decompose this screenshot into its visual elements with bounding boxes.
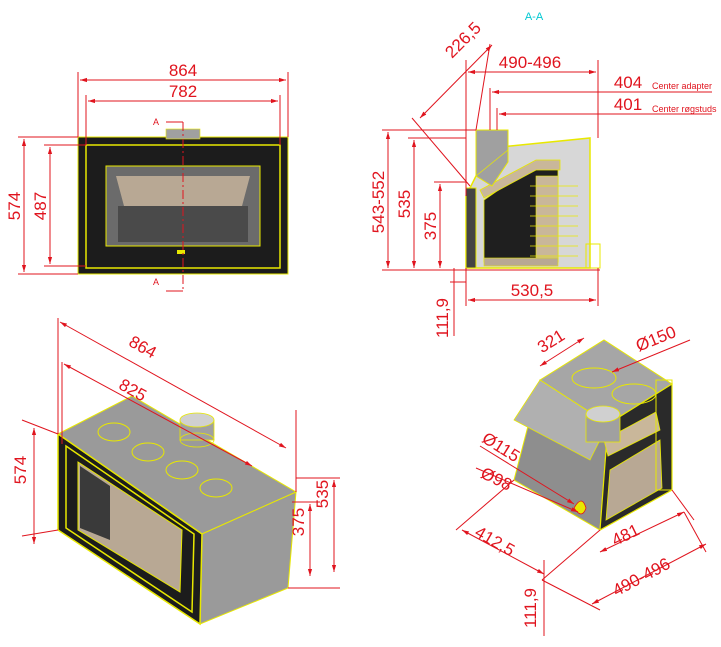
dim-angle: 226,5 <box>441 18 485 62</box>
dim-iso-height-side: 535 <box>313 480 332 508</box>
dim-line-angle <box>419 44 493 119</box>
iso-rear-baffle <box>603 411 661 457</box>
dim-line-iso-width-inner <box>63 363 253 467</box>
iso-rear-flue-top <box>585 405 621 423</box>
iso-front-view: 864 825 574 535 375 <box>11 318 340 626</box>
dim-rear-top: 321 <box>534 326 568 357</box>
dim-width-inner: 782 <box>169 82 197 101</box>
dim-line-rear-depth-left <box>461 529 545 575</box>
dim-line-rear-diameter-inner <box>475 467 579 513</box>
dim-iso-width-outer: 864 <box>126 332 160 362</box>
door-handle <box>177 250 185 254</box>
iso-burner-4 <box>199 478 233 498</box>
iso-rear-rail <box>655 379 673 491</box>
section-marker-bottom: A <box>153 277 159 287</box>
iso-rear-firebrick <box>605 439 663 521</box>
dim-rear-diameter-outer: Ø115 <box>479 429 523 466</box>
section-flue <box>475 129 509 187</box>
dim-rear-foot: 111,9 <box>521 588 540 628</box>
dim-line-rear-top <box>539 337 585 367</box>
section-baffle <box>479 159 561 199</box>
iso-rear-view: 321 Ø150 Ø115 Ø98 412,5 481 490-496 111,… <box>455 322 707 636</box>
dim-center-roegstuds-value: 401 <box>614 95 642 114</box>
dim-center-adapter-label: Center adapter <box>652 81 712 91</box>
dim-height-door: 375 <box>421 212 440 240</box>
dim-line-rear-diameter-top <box>611 339 691 373</box>
iso-firebox-dark <box>80 466 110 540</box>
dim-line-rear-depth-total <box>591 543 707 605</box>
iso-rear-burner-1 <box>571 367 617 389</box>
dim-height-body: 535 <box>395 190 414 218</box>
section-front-door <box>465 187 477 269</box>
section-right-bracket <box>585 243 601 269</box>
section-back-brick <box>535 175 559 263</box>
section-ash-floor <box>483 257 559 267</box>
iso-flue-top <box>179 412 215 428</box>
dim-rear-depth-left: 412,5 <box>472 522 518 560</box>
dim-iso-height-outer: 574 <box>11 456 30 484</box>
iso-door-frame <box>65 444 195 614</box>
dim-center-roegstuds-label: Center røgstuds <box>652 104 717 114</box>
dim-rear-diameter-inner: Ø98 <box>478 463 515 494</box>
dim-iso-width-inner: 825 <box>116 375 150 405</box>
dim-height-inner: 487 <box>31 192 50 220</box>
dim-height-outer: 574 <box>5 192 24 220</box>
dim-center-adapter-value: 404 <box>614 73 642 92</box>
dim-line-rear-diameter-outer <box>479 445 575 505</box>
dim-rear-depth-total: 490-496 <box>609 554 673 600</box>
section-title: A-A <box>525 11 544 23</box>
section-brick-lines <box>530 185 578 257</box>
dim-rear-diameter-top: Ø150 <box>633 322 679 355</box>
dim-iso-height-inner: 375 <box>289 508 308 536</box>
dim-foot: 111,9 <box>433 298 452 338</box>
section-view: A-A 226,5 490-496 404 Center adapter <box>369 11 717 338</box>
dim-depth-top: 490-496 <box>499 53 561 72</box>
section-marker-top: A <box>153 117 159 127</box>
dim-width-outer: 864 <box>169 61 197 80</box>
dim-depth-bottom: 530,5 <box>511 281 554 300</box>
dim-height-total: 543-552 <box>369 171 388 233</box>
front-view: A A 864 782 574 487 <box>5 61 289 292</box>
dim-rear-depth-bottom: 481 <box>609 520 643 550</box>
